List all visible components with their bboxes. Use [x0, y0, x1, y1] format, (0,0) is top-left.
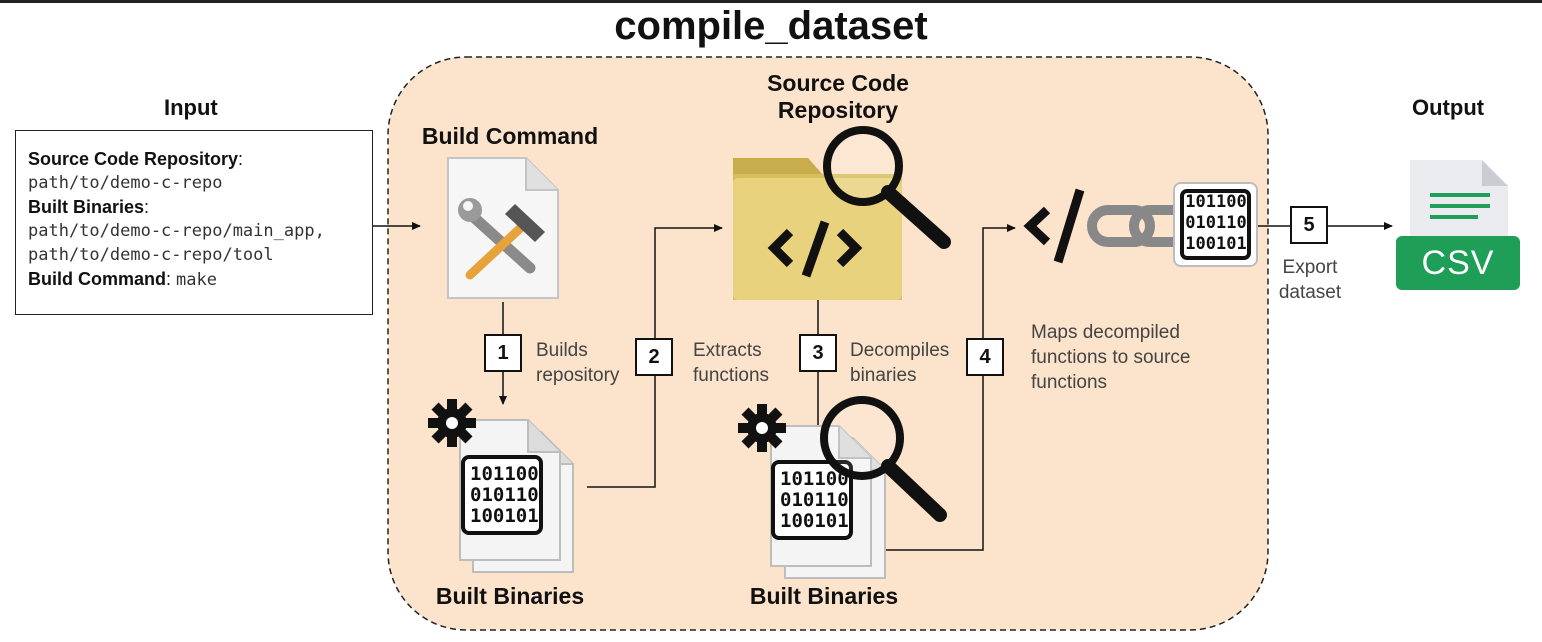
- binaries-label: Built Binaries: [28, 197, 145, 217]
- binary-path: path/to/demo-c-repo/tool: [28, 245, 274, 265]
- step-2-badge: 2: [635, 338, 673, 376]
- csv-label: CSV: [1421, 244, 1495, 282]
- step-1-badge: 1: [484, 334, 522, 372]
- map-arrow: [880, 224, 1016, 551]
- gear-icon: [738, 404, 786, 452]
- code-icon: [1023, 188, 1085, 264]
- built-binaries-label: Built Binaries: [435, 583, 585, 609]
- repo-path: path/to/demo-c-repo: [28, 173, 223, 193]
- build-command-label: Build Command: [28, 269, 166, 289]
- gear-icon: [428, 399, 476, 447]
- build-command-label: Build Command: [421, 123, 599, 149]
- top-divider: [0, 0, 1542, 3]
- step-4-badge: 4: [966, 338, 1004, 376]
- input-heading: Input: [164, 95, 218, 120]
- step-3-badge: 3: [799, 334, 837, 372]
- source-repo-label-line2: Repository: [777, 97, 899, 123]
- magnifier-icon: [823, 126, 951, 249]
- build-command-value: make: [176, 270, 217, 290]
- binary-frame-2: [771, 460, 853, 540]
- magnifier-icon: [820, 396, 947, 522]
- input-box: Source Code Repository: path/to/demo-c-r…: [15, 130, 373, 315]
- folder-icon: [733, 158, 902, 300]
- code-icon: [767, 220, 863, 278]
- binary-path: path/to/demo-c-repo/main_app,: [28, 221, 325, 241]
- binary-frame-1: [461, 455, 543, 535]
- source-repo-label-line1: Source Code: [767, 70, 909, 96]
- csv-file-icon: [1396, 160, 1520, 290]
- build-command-document: [447, 157, 559, 299]
- page-title: compile_dataset: [614, 4, 928, 48]
- wrench-hammer-icon: [458, 198, 545, 280]
- binary-document-mapping: [1173, 182, 1258, 267]
- built-binaries-label: Built Binaries: [749, 583, 899, 609]
- output-heading: Output: [1412, 95, 1485, 120]
- step-5-badge: 5: [1290, 206, 1328, 244]
- repo-label: Source Code Repository: [28, 149, 239, 169]
